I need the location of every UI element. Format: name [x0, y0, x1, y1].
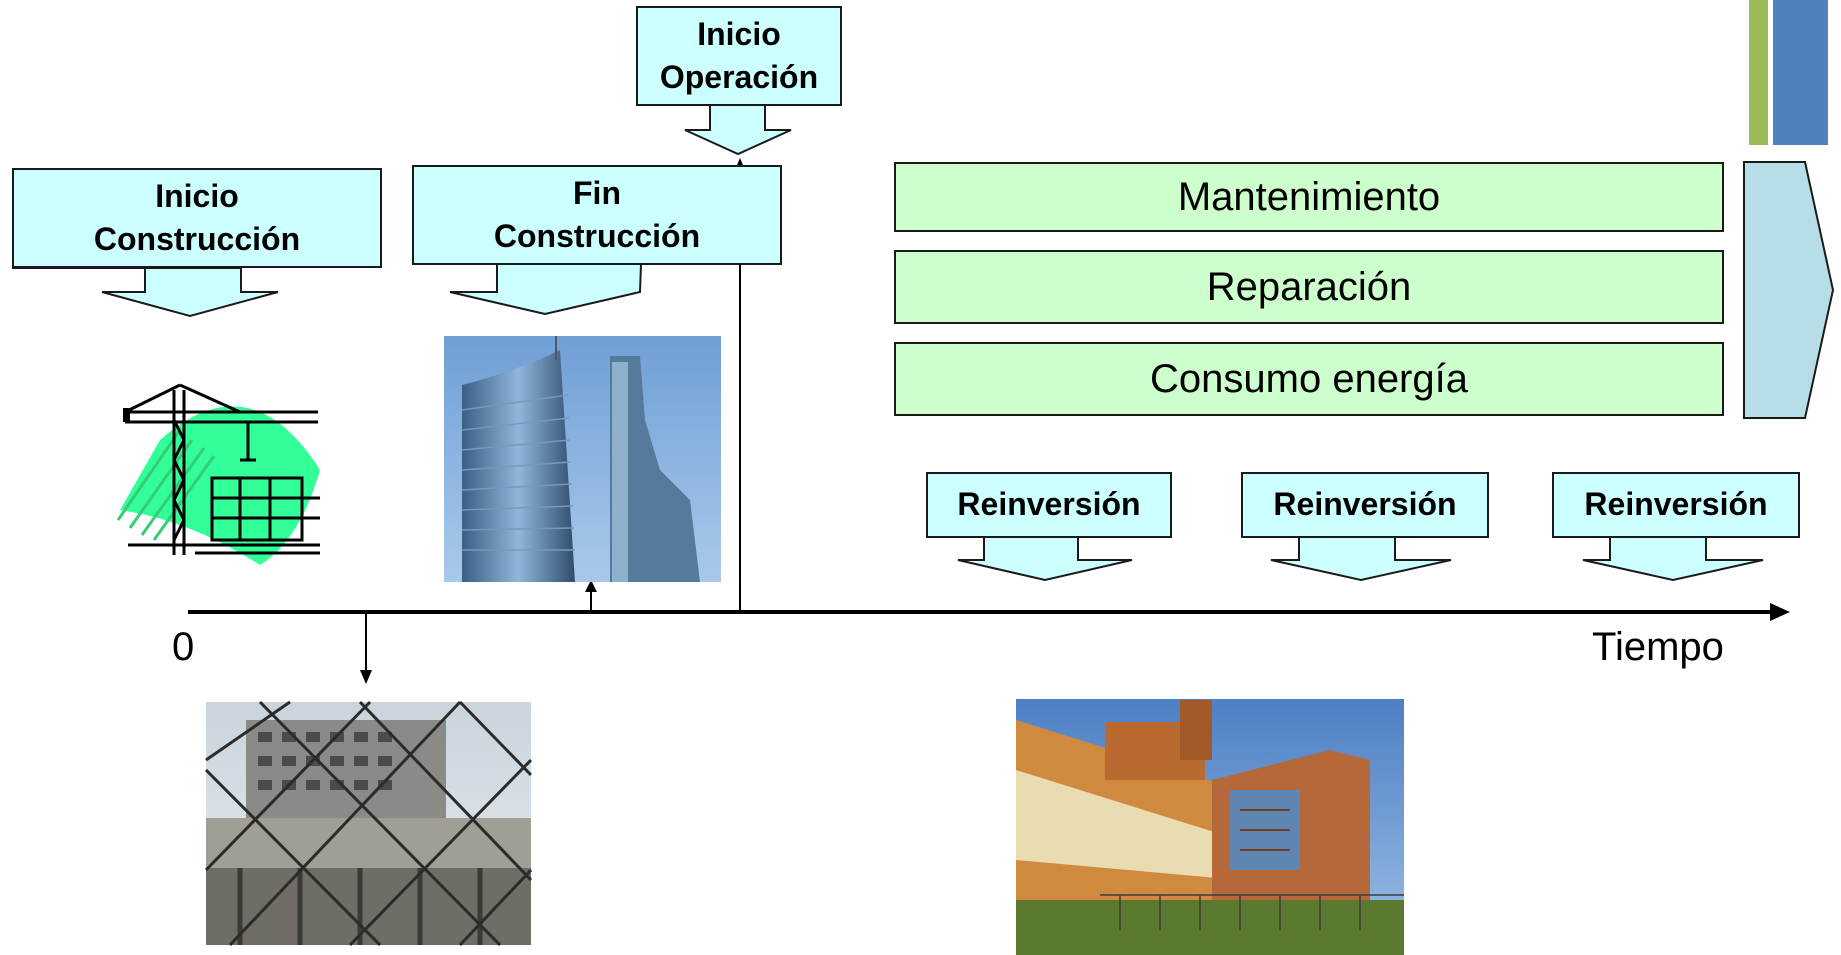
callout-fin-construccion: Fin Construcción [412, 165, 782, 265]
band-reparacion: Reparación [894, 250, 1724, 324]
time-axis-arrowhead [1770, 603, 1790, 621]
unfinished-building-photo [204, 700, 533, 947]
crane-construction-icon [116, 383, 320, 565]
callout-inicio-construccion: Inicio Construcción [12, 168, 382, 268]
accent-bar-blue [1773, 0, 1828, 145]
callout-reinversion-3: Reinversión [1552, 472, 1800, 538]
callout-tail-inicio-construccion [12, 267, 279, 318]
tick-arrowhead-construction-end [585, 580, 597, 592]
callout-reinversion-2: Reinversión [1241, 472, 1489, 538]
callout-tail-inicio-operacion [684, 103, 792, 156]
callout-reinversion-1: Reinversión [926, 472, 1172, 538]
glass-tower-photo [444, 336, 721, 582]
accent-bar-green [1749, 0, 1768, 145]
callout-tail-reinversion-2 [1270, 536, 1452, 582]
axis-origin-label: 0 [172, 625, 195, 669]
axis-time-label: Tiempo [1592, 625, 1724, 669]
tick-arrowhead-construction-start [360, 670, 372, 684]
continuation-arrow [1743, 161, 1835, 419]
callout-tail-reinversion-1 [957, 536, 1133, 582]
callout-inicio-operacion: Inicio Operación [636, 6, 842, 106]
callout-tail-reinversion-3 [1582, 536, 1764, 582]
band-mantenimiento: Mantenimiento [894, 162, 1724, 232]
band-consumo-energia: Consumo energía [894, 342, 1724, 416]
brick-building-photo [1016, 699, 1404, 955]
callout-tail-fin-construccion [449, 263, 643, 316]
